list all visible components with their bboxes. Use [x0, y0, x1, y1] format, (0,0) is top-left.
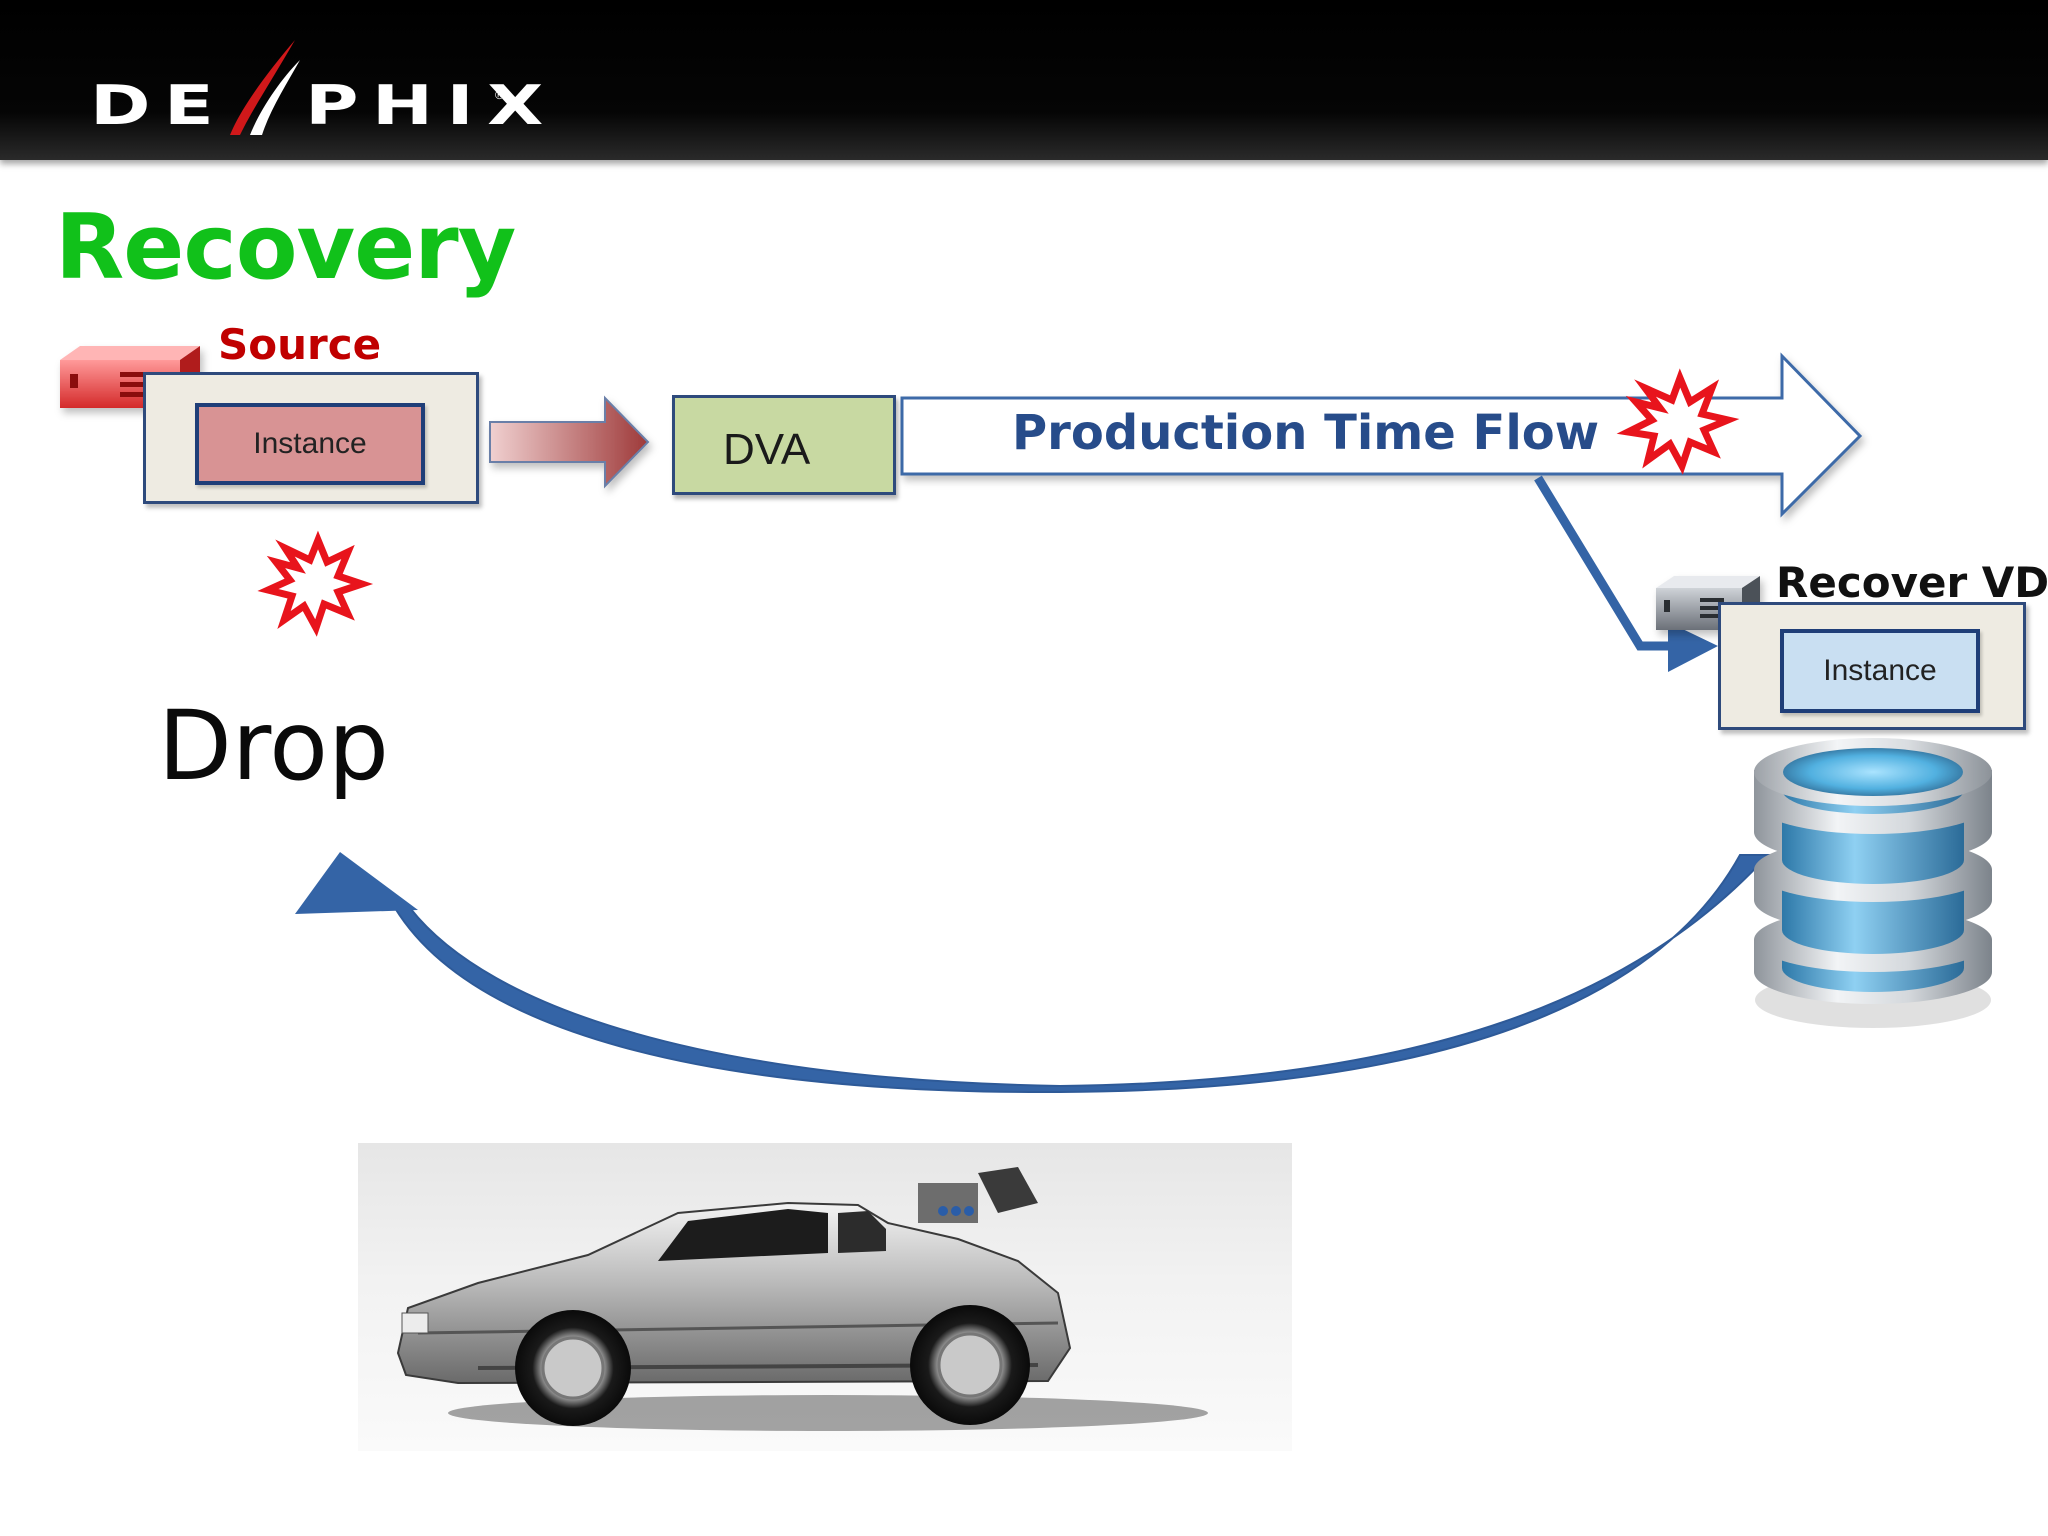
- dva-label: DVA: [723, 425, 811, 474]
- logo-swoosh-icon: [230, 40, 300, 135]
- production-time-flow-label: Production Time Flow: [1012, 405, 1600, 461]
- drop-label: Drop: [158, 690, 389, 802]
- return-arc-arrowhead: [295, 852, 418, 914]
- logo-wordmark: DE PHIX: [90, 74, 557, 137]
- car-illustration: [396, 1167, 1208, 1431]
- source-to-dva-arrow: [489, 395, 650, 489]
- database-stack-icon: [1754, 738, 1992, 1028]
- header-bar: DE PHIX ®: [0, 0, 2048, 160]
- source-label: Source: [218, 320, 382, 369]
- delorean-car-photo: [358, 1143, 1292, 1451]
- delphix-logo: DE PHIX ®: [90, 40, 543, 140]
- slide-title: Recovery: [55, 195, 516, 300]
- recover-vdb-instance-box: Instance: [1780, 629, 1980, 713]
- dva-box: DVA: [672, 395, 896, 495]
- return-arc-arrow: [393, 854, 1771, 1094]
- recover-vdb-label: Recover VDB: [1776, 558, 2048, 607]
- explosion-icon: [257, 530, 374, 637]
- explosion-icon: [1616, 368, 1740, 475]
- flow-to-vdb-arrowhead: [1668, 622, 1718, 672]
- production-time-flow-arrow: [900, 352, 1863, 518]
- source-instance-box: Instance: [195, 403, 425, 485]
- logo-registered-mark: ®: [495, 88, 504, 102]
